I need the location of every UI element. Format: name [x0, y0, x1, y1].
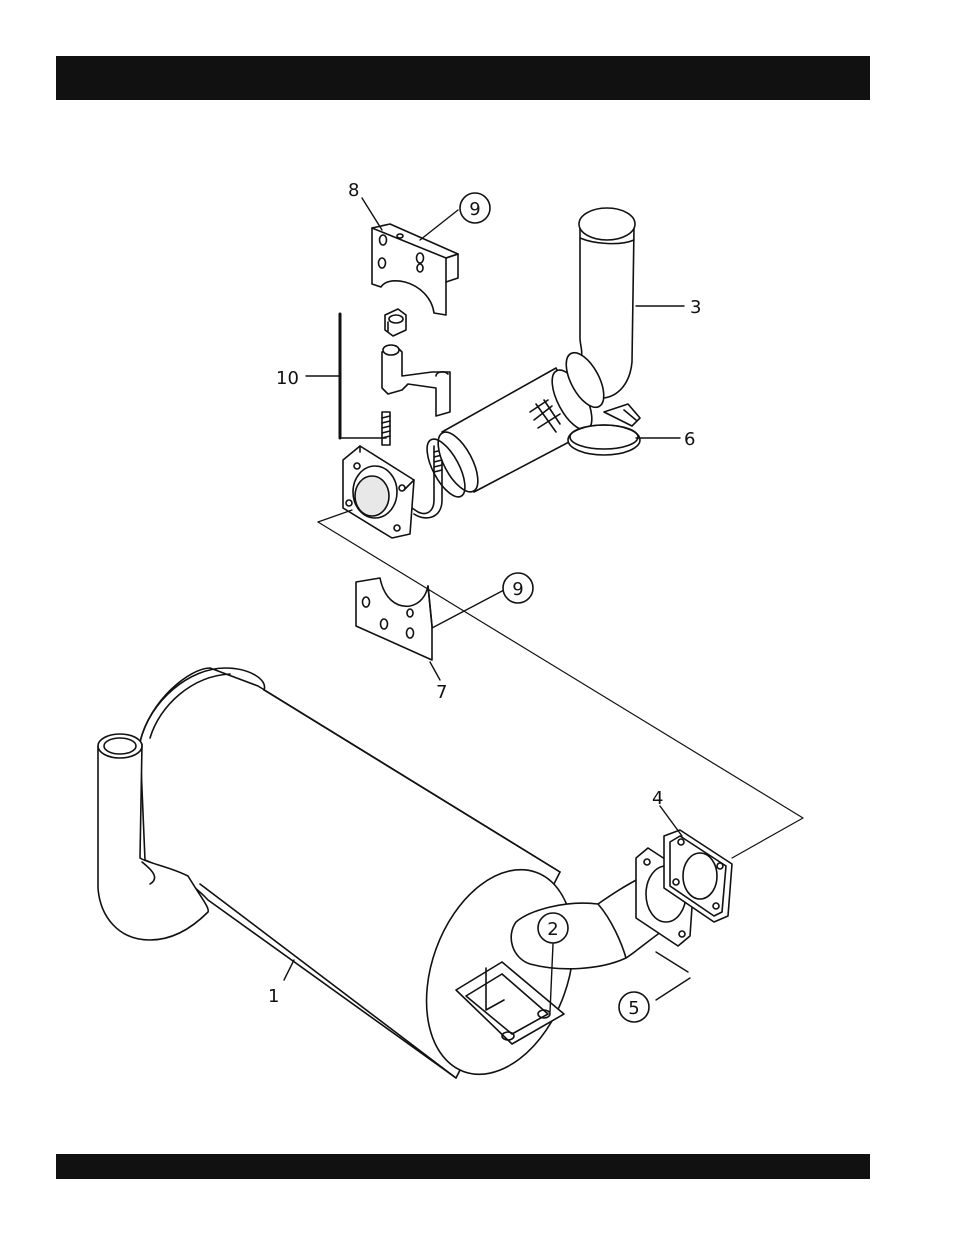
callout-8: 8: [348, 180, 359, 201]
muffler-body: [140, 668, 600, 1095]
callout-7: 7: [436, 682, 447, 703]
callout-9-lower: 9: [512, 579, 523, 600]
pipe-flange: [343, 446, 414, 538]
callout-2: 2: [547, 919, 558, 940]
exhaust-elbow-pipe: [559, 208, 635, 413]
clamp-plate-top: [372, 224, 458, 315]
callout-10: 10: [276, 368, 299, 389]
callout-1: 1: [268, 986, 279, 1007]
saddle-bracket: [382, 345, 450, 416]
callout-4: 4: [652, 788, 663, 809]
lock-nut: [385, 309, 406, 336]
callout-5: 5: [628, 998, 639, 1019]
clamp-plate-bottom: [356, 578, 432, 660]
callout-6: 6: [684, 429, 695, 450]
callout-3: 3: [690, 297, 701, 318]
callout-9-top: 9: [469, 199, 480, 220]
